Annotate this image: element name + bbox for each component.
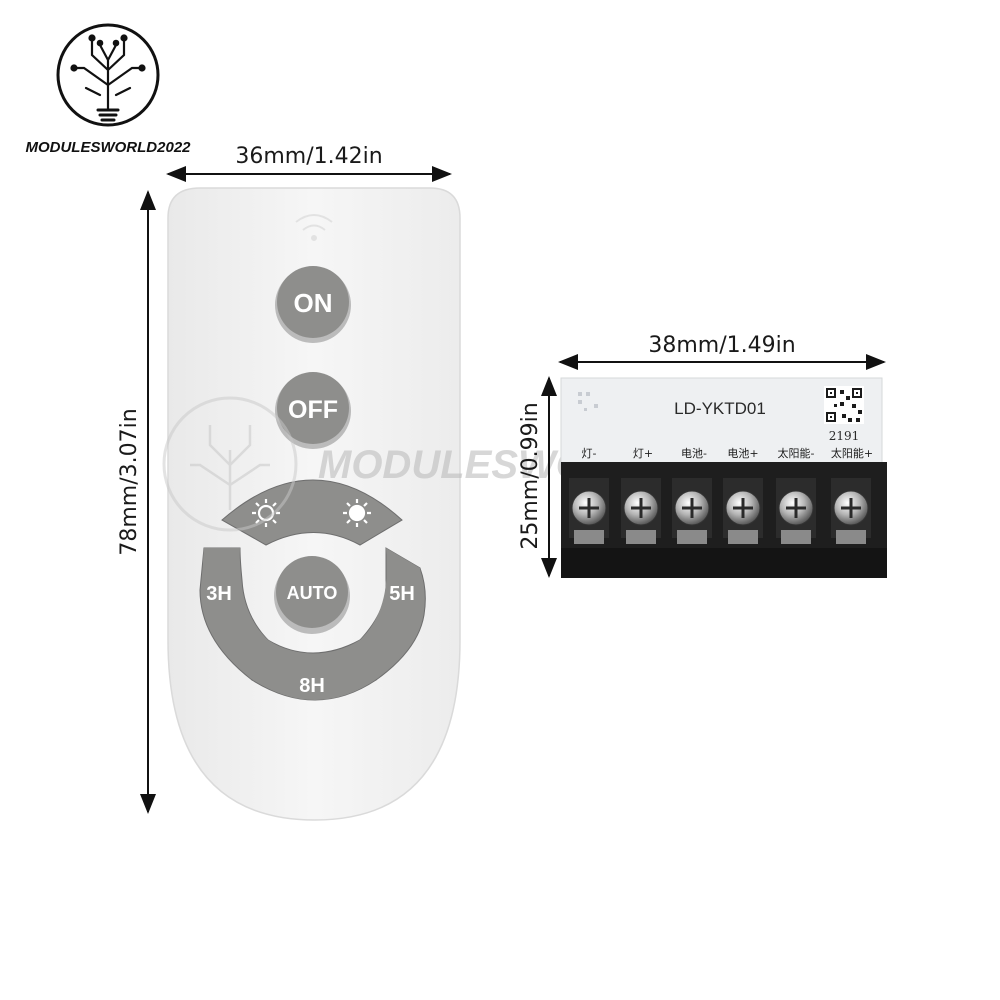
module-serial: 2191 <box>829 429 860 443</box>
receiver-module: LD-YKTD01 2191 灯 <box>560 377 887 578</box>
remote-height-dimension: 78mm/3.07in <box>117 190 156 814</box>
pin-label-battery-minus: 电池- <box>681 447 707 460</box>
module-width-label: 38mm/1.49in <box>648 333 795 358</box>
on-button-label: ON <box>294 288 333 318</box>
timer-8h-label: 8H <box>299 675 325 697</box>
remote-height-label: 78mm/3.07in <box>117 408 142 555</box>
terminal-screw[interactable] <box>831 478 871 544</box>
on-button[interactable]: ON <box>275 266 351 343</box>
module-height-dimension: 25mm/0.99in <box>518 376 557 578</box>
terminal-screw[interactable] <box>776 478 816 544</box>
pin-label-lamp-plus: 灯+ <box>633 447 653 460</box>
terminal-block <box>569 478 871 544</box>
brightness-up-icon[interactable] <box>343 499 371 527</box>
off-button-label: OFF <box>288 396 338 424</box>
watermark-tree-icon <box>190 425 270 510</box>
circuit-tree-icon <box>70 34 146 122</box>
pin-label-battery-plus: 电池+ <box>727 447 758 460</box>
remote-control: ON OFF <box>167 187 461 821</box>
timer-5h-label: 5H <box>389 583 415 605</box>
module-height-label: 25mm/0.99in <box>518 402 543 549</box>
qr-code-icon <box>824 386 864 424</box>
pin-labels: 灯- 灯+ 电池- 电池+ 太阳能- 太阳能+ <box>582 446 874 460</box>
pcb-components <box>578 392 598 411</box>
module-model: LD-YKTD01 <box>674 399 766 418</box>
timer-ring: 3H 5H 8H <box>199 547 426 701</box>
auto-button[interactable]: AUTO <box>274 556 350 634</box>
pin-label-solar-minus: 太阳能- <box>778 446 815 460</box>
off-button[interactable]: OFF <box>275 372 351 449</box>
remote-width-dimension: 36mm/1.42in <box>166 144 452 182</box>
ir-signal-icon <box>295 214 333 241</box>
terminal-screw[interactable] <box>672 478 712 544</box>
terminal-screw[interactable] <box>723 478 763 544</box>
auto-button-label: AUTO <box>287 583 338 603</box>
terminal-screw[interactable] <box>621 478 661 544</box>
brand-logo: MODULESWORLD2022 <box>25 23 191 156</box>
terminal-screw[interactable] <box>569 478 609 544</box>
pin-label-lamp-minus: 灯- <box>582 447 597 460</box>
remote-width-label: 36mm/1.42in <box>235 144 382 169</box>
timer-3h-label: 3H <box>206 583 232 605</box>
brand-name: MODULESWORLD2022 <box>25 139 191 156</box>
module-width-dimension: 38mm/1.49in <box>558 333 886 370</box>
pin-label-solar-plus: 太阳能+ <box>831 446 873 460</box>
